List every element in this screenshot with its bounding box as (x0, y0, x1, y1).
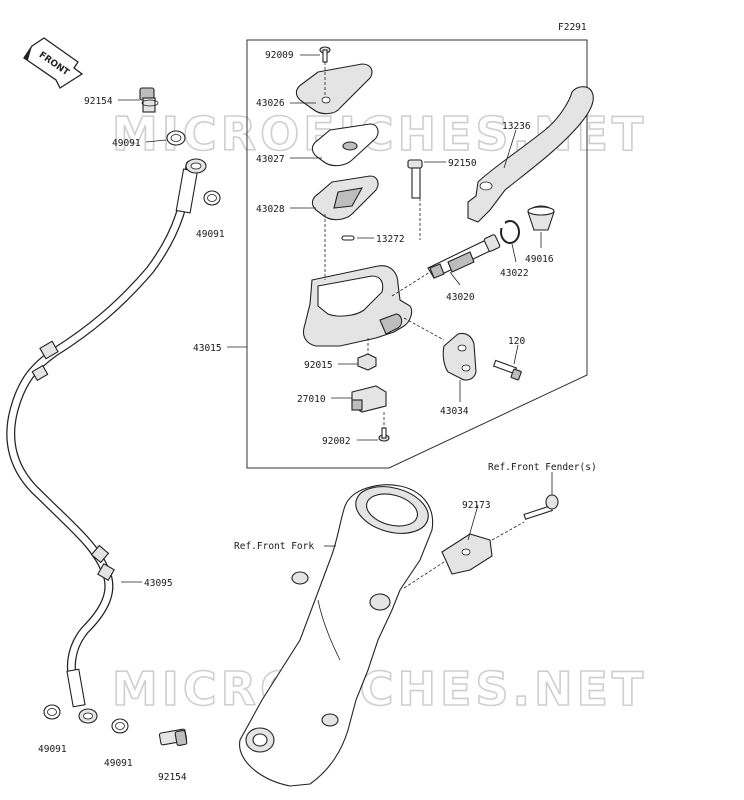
ref-front-fender: Ref.Front Fender(s) (488, 462, 597, 473)
label-49091-top: 49091 (112, 138, 141, 149)
screw-92002 (378, 427, 390, 442)
label-43034: 43034 (440, 406, 469, 417)
pivot-bolt (407, 159, 423, 199)
figure-code: F2291 (558, 22, 587, 33)
piston-assembly (427, 234, 501, 279)
label-43026: 43026 (256, 98, 285, 109)
watermark-bottom: MICROFICHES.NET (112, 662, 647, 716)
leader-lines (118, 54, 553, 589)
front-fork (239, 484, 434, 787)
label-49091-mid: 49091 (196, 229, 225, 240)
label-49091-bottom-left: 49091 (38, 744, 67, 755)
label-13272: 13272 (376, 234, 405, 245)
front-arrow-icon: FRONT (23, 37, 84, 89)
screw-92009 (319, 46, 331, 63)
label-92150: 92150 (448, 158, 477, 169)
label-43095: 43095 (144, 578, 173, 589)
label-43022: 43022 (500, 268, 529, 279)
label-92154-bottom: 92154 (158, 772, 187, 783)
clamp-43034 (442, 332, 477, 381)
banjo-bolt-top (139, 87, 159, 113)
assembly-43015-box (246, 39, 588, 469)
label-43028: 43028 (256, 204, 285, 215)
nut-92015 (357, 353, 377, 371)
master-cylinder-body (302, 265, 413, 347)
circlip (500, 220, 520, 244)
ref-front-fork: Ref.Front Fork (234, 541, 314, 552)
label-49091-bottom-mid: 49091 (104, 758, 133, 769)
fender-bolt (523, 494, 559, 520)
reservoir-plate (311, 123, 379, 167)
label-27010: 27010 (297, 394, 326, 405)
label-49016: 49016 (525, 254, 554, 265)
banjo-bolt-bottom (158, 728, 188, 746)
label-13236: 13236 (502, 121, 531, 132)
diaphragm (311, 175, 379, 221)
label-92173: 92173 (462, 500, 491, 511)
brake-hose (6, 158, 207, 724)
label-43015: 43015 (193, 343, 222, 354)
bolt-120 (492, 359, 522, 381)
label-92154-top: 92154 (84, 96, 113, 107)
label-92015: 92015 (304, 360, 333, 371)
label-92002: 92002 (322, 436, 351, 447)
label-43027: 43027 (256, 154, 285, 165)
label-120: 120 (508, 336, 525, 347)
brake-lever (467, 86, 594, 223)
reservoir-cap (295, 63, 373, 115)
label-43020: 43020 (446, 292, 475, 303)
fender-bracket (441, 533, 493, 575)
label-92009: 92009 (265, 50, 294, 61)
dust-boot (527, 205, 555, 231)
pin-13272 (341, 235, 355, 241)
brake-switch (351, 385, 387, 413)
